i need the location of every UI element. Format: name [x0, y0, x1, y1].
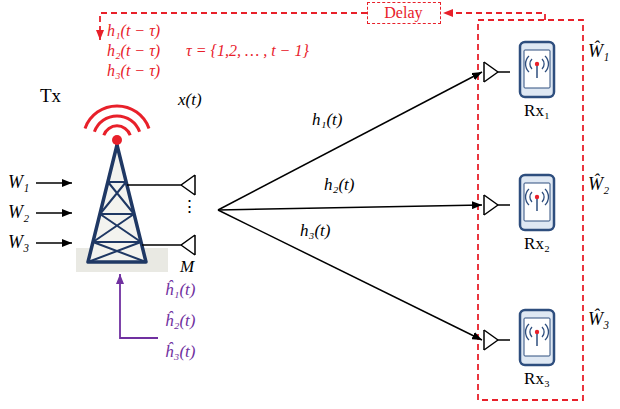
rx-antenna: [484, 195, 510, 215]
transmit-signal: x(t): [178, 90, 202, 110]
delayed-channel: h₁(t − τ): [107, 21, 160, 40]
message-input: W₁: [8, 172, 29, 194]
channel-arrow: [218, 72, 482, 210]
receiver-group-outline: [478, 20, 583, 400]
phone-icon: [520, 175, 554, 230]
channel-arrow: [218, 205, 482, 210]
estimate-line: [120, 274, 158, 338]
delay-box: Delay: [367, 2, 441, 24]
antenna-count: M: [180, 257, 194, 277]
receiver-label: Rx₃: [524, 369, 550, 389]
feedback-arrow: [100, 13, 367, 40]
input-arrow: [36, 242, 72, 244]
input-arrow: [36, 212, 72, 214]
feedback-line: [443, 13, 545, 20]
channel-estimate: ĥ₂(t): [165, 311, 195, 331]
receiver-node: Rx₂ Ŵ₂: [482, 173, 616, 258]
channel-arrow: [218, 210, 482, 340]
phone-icon: [520, 42, 554, 97]
channel-estimate: ĥ₁(t): [165, 280, 195, 300]
transmitter-label: Tx: [40, 85, 61, 108]
delayed-channel: h₃(t − τ): [107, 61, 160, 80]
channel-label: h₃(t): [298, 221, 332, 241]
tx-antenna: [127, 175, 195, 195]
receiver-label: Rx₁: [524, 101, 550, 121]
receiver-label: Rx₂: [524, 234, 550, 254]
channel-label: h₁(t): [310, 110, 344, 130]
channel-estimate: ĥ₃(t): [165, 342, 195, 362]
tower-bracing: [88, 182, 146, 262]
message-input: W₃: [8, 232, 29, 254]
delayed-channel: h₂(t − τ): [107, 41, 160, 60]
decoded-message: Ŵ₃: [588, 309, 609, 331]
delay-label: Delay: [384, 3, 422, 22]
phone-icon: [520, 310, 554, 365]
rx-antenna: [484, 330, 510, 350]
channel-label: h₂(t): [322, 175, 356, 195]
rx-antenna: [484, 62, 510, 82]
tx-antenna: [142, 235, 195, 255]
receiver-node: Rx₁ Ŵ₁: [482, 40, 616, 125]
decoded-message: Ŵ₁: [588, 41, 609, 63]
radio-waves: [85, 106, 149, 135]
message-input: W₂: [8, 202, 29, 224]
receiver-node: Rx₃ Ŵ₃: [482, 308, 616, 393]
antenna-ellipsis: ⋮: [181, 197, 198, 217]
tower-body: [88, 145, 146, 262]
delay-set: τ = {1,2, … , t − 1}: [186, 41, 309, 60]
decoded-message: Ŵ₂: [588, 174, 609, 196]
input-arrow: [36, 182, 72, 184]
tower-emitter: [112, 135, 122, 145]
